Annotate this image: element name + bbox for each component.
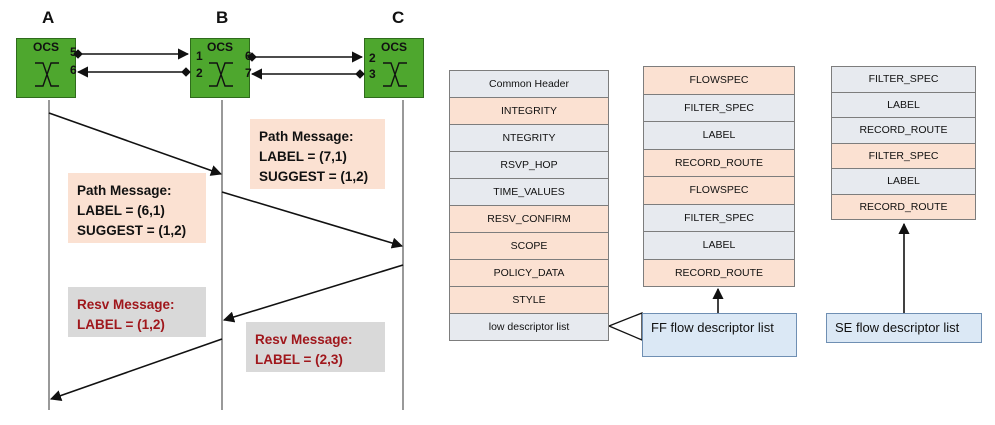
table-row: RECORD_ROUTE [643, 259, 795, 287]
table-row: NTEGRITY [449, 125, 609, 152]
table-row: POLICY_DATA [449, 260, 609, 287]
table-row: INTEGRITY [449, 98, 609, 125]
table-row: LABEL [831, 92, 976, 118]
table-row: LABEL [643, 232, 795, 260]
ocs-switch-b: OCS [190, 38, 250, 98]
port-c-3: 3 [369, 67, 376, 81]
table-row: FLOWSPEC [643, 177, 795, 205]
table-row: RESV_CONFIRM [449, 206, 609, 233]
port-c-2: 2 [369, 51, 376, 65]
path-message-b-to-c: Path Message: LABEL = (7,1) SUGGEST = (1… [250, 119, 385, 189]
ocs-b-title: OCS [206, 40, 233, 54]
message-title: Resv Message: [77, 297, 175, 312]
message-label: LABEL = (1,2) [77, 317, 165, 332]
table-row: RSVP_HOP [449, 152, 609, 179]
path-arrow-a-to-b [48, 112, 223, 176]
table-row: TIME_VALUES [449, 179, 609, 206]
node-a-label: A [42, 8, 55, 27]
table-row: LABEL [831, 169, 976, 195]
message-title: Resv Message: [255, 332, 353, 347]
node-c-label: C [392, 8, 405, 27]
table-row: FILTER_SPEC [643, 204, 795, 232]
port-b-7: 7 [245, 66, 252, 80]
port-b-1: 1 [196, 49, 203, 63]
message-suggest: SUGGEST = (1,2) [77, 223, 187, 238]
ff-callout: FF flow descriptor list [642, 313, 797, 357]
path-message-a-to-b: Path Message: LABEL = (6,1) SUGGEST = (1… [68, 173, 206, 243]
resv-message-c-to-b: Resv Message: LABEL = (2,3) [246, 322, 385, 372]
resv-message-b-to-a: Resv Message: LABEL = (1,2) [68, 287, 206, 337]
message-title: Path Message: [77, 183, 172, 198]
crossbar-icon [383, 62, 407, 87]
table-row: FLOWSPEC [643, 67, 795, 95]
crossbar-icon [35, 62, 59, 87]
resv-arrow-c-to-b [222, 264, 404, 323]
crossbar-icon [209, 62, 233, 87]
path-arrow-b-to-c [221, 191, 404, 249]
message-label: LABEL = (7,1) [259, 149, 347, 164]
port-a-6: 6 [70, 63, 77, 77]
table-row: FILTER_SPEC [643, 94, 795, 122]
table-row: RECORD_ROUTE [831, 118, 976, 144]
table-row: low descriptor list [449, 314, 609, 341]
table-row: RECORD_ROUTE [831, 194, 976, 220]
message-label: LABEL = (6,1) [77, 203, 165, 218]
table-row: STYLE [449, 287, 609, 314]
ocs-switch-a: OCS [16, 38, 76, 98]
se-callout: SE flow descriptor list [826, 313, 982, 343]
message-label: LABEL = (2,3) [255, 352, 343, 367]
message-title: Path Message: [259, 129, 354, 144]
resv-arrow-b-to-a [49, 338, 223, 401]
table-row: FILTER_SPEC [831, 67, 976, 93]
table-row: Common Header [449, 71, 609, 98]
node-b-label: B [216, 8, 229, 27]
ocs-c-title: OCS [380, 40, 407, 54]
table-row: SCOPE [449, 233, 609, 260]
table-row: LABEL [643, 122, 795, 150]
ocs-switch-c: OCS [364, 38, 424, 98]
table-row: FILTER_SPEC [831, 143, 976, 169]
message-suggest: SUGGEST = (1,2) [259, 169, 369, 184]
ocs-a-title: OCS [32, 40, 59, 54]
table-row: RECORD_ROUTE [643, 149, 795, 177]
port-b-2: 2 [196, 66, 203, 80]
callout-pointer [607, 312, 643, 341]
